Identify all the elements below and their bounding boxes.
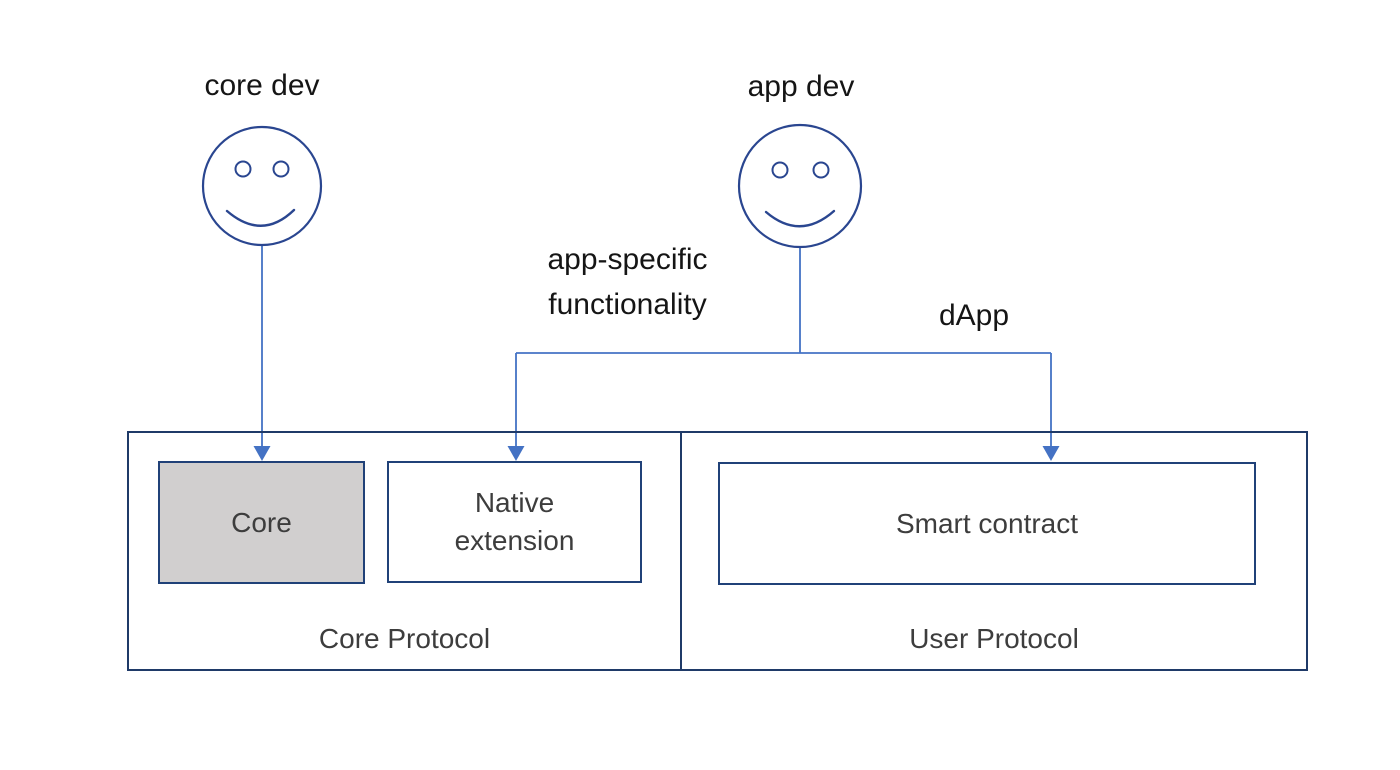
annotation-app-specific-functionality: app-specific functionality bbox=[547, 243, 708, 321]
arrowhead-down-icon bbox=[1042, 446, 1060, 461]
actor-label-app-dev: app dev bbox=[747, 70, 855, 103]
smiley-face-icon bbox=[737, 123, 863, 249]
arrow-core-dev-to-core bbox=[253, 245, 271, 461]
node-native-extension: Native extension bbox=[387, 461, 642, 583]
container-user-protocol: User Protocol bbox=[682, 431, 1308, 671]
container-label-core-protocol: Core Protocol bbox=[318, 623, 491, 654]
node-smart-contract: Smart contract bbox=[718, 462, 1256, 585]
actor-label-core-dev: core dev bbox=[204, 69, 320, 102]
node-core: Core bbox=[158, 461, 365, 584]
arrowhead-down-icon bbox=[507, 446, 525, 461]
container-label-user-protocol: User Protocol bbox=[909, 623, 1079, 654]
container-core-protocol: Core Protocol bbox=[127, 431, 682, 671]
arrowhead-down-icon bbox=[253, 446, 271, 461]
annotation-dapp: dApp bbox=[938, 299, 1010, 332]
arrow-app-dev-branch bbox=[507, 247, 1060, 461]
smiley-face-icon bbox=[201, 125, 323, 247]
